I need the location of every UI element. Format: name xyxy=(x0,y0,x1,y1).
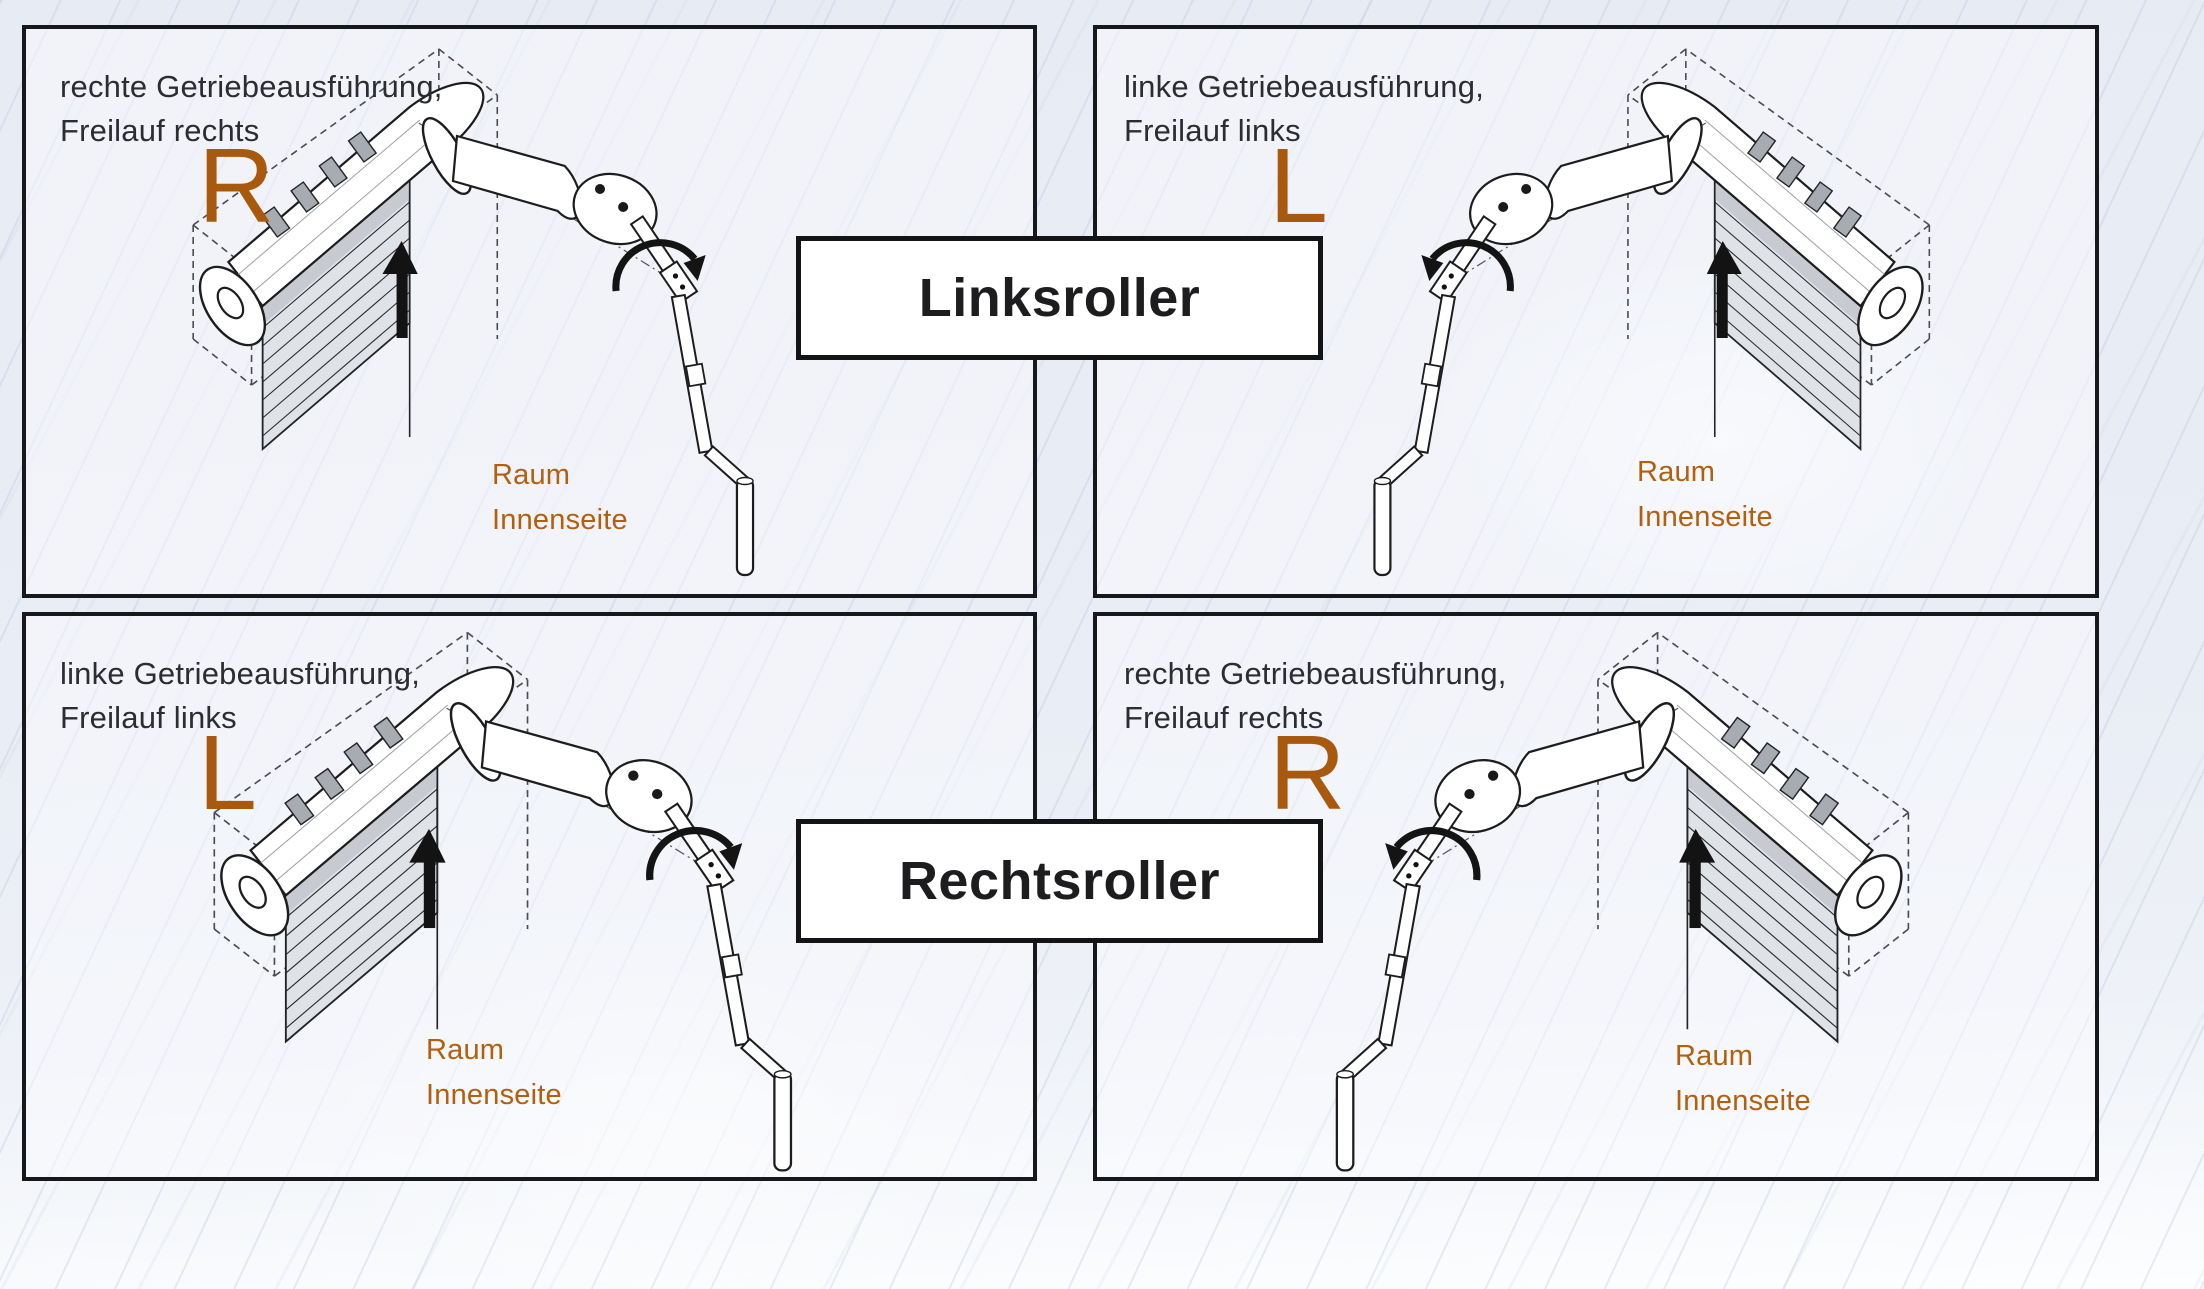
gear-side-letter: L xyxy=(198,714,257,832)
caption-line1: rechte Getriebeausführung, xyxy=(60,69,443,104)
room-label-line2: Innenseite xyxy=(426,1079,562,1111)
room-inside-label: Raum Innenseite xyxy=(492,453,628,543)
panel-caption: rechte Getriebeausführung, Freilauf rech… xyxy=(1124,652,1507,740)
room-inside-label: Raum Innenseite xyxy=(1637,450,1773,540)
caption-line1: linke Getriebeausführung, xyxy=(60,656,421,691)
caption-line2: Freilauf rechts xyxy=(1124,700,1324,735)
panel-caption: linke Getriebeausführung, Freilauf links xyxy=(60,652,420,740)
room-label-line1: Raum xyxy=(426,1034,505,1066)
room-label-line1: Raum xyxy=(492,459,571,491)
room-label-line2: Innenseite xyxy=(1675,1085,1811,1117)
panel-caption: linke Getriebeausführung, Freilauf links xyxy=(1124,65,1484,153)
room-inside-label: Raum Innenseite xyxy=(1675,1034,1811,1124)
panel-top-right: linke Getriebeausführung, Freilauf links… xyxy=(1093,25,2099,598)
caption-line2: Freilauf links xyxy=(1124,113,1301,148)
panel-caption: rechte Getriebeausführung, Freilauf rech… xyxy=(60,65,443,153)
room-label-line2: Innenseite xyxy=(1637,501,1773,533)
linksroller-label: Linksroller xyxy=(918,268,1201,328)
room-inside-label: Raum Innenseite xyxy=(426,1028,562,1118)
rechtsroller-label-box: Rechtsroller xyxy=(796,819,1323,943)
caption-line1: linke Getriebeausführung, xyxy=(1124,69,1485,104)
room-label-line1: Raum xyxy=(1675,1040,1754,1072)
caption-line1: rechte Getriebeausführung, xyxy=(1124,656,1507,691)
gear-side-letter: R xyxy=(1269,714,1346,832)
gear-side-letter: R xyxy=(198,127,275,245)
room-label-line2: Innenseite xyxy=(492,504,628,536)
caption-line2: Freilauf links xyxy=(60,700,237,735)
caption-line2: Freilauf rechts xyxy=(60,113,260,148)
gear-side-letter: L xyxy=(1269,127,1328,245)
rechtsroller-label: Rechtsroller xyxy=(898,851,1221,911)
linksroller-label-box: Linksroller xyxy=(796,236,1323,360)
room-label-line1: Raum xyxy=(1637,456,1716,488)
